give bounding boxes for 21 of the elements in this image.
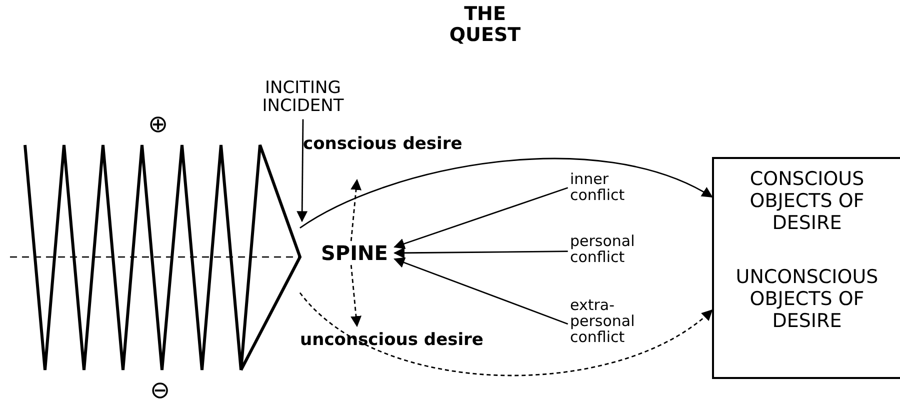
arrow [296, 119, 308, 222]
arrow [350, 178, 362, 242]
edge-label: conscious desire [303, 136, 462, 153]
edge-label: unconscious desire [300, 332, 484, 349]
arrow [350, 264, 362, 328]
conflict-label: personal conflict [570, 234, 642, 266]
callout-text: INCITING INCIDENT [238, 80, 368, 116]
box-text: UNCONSCIOUS OBJECTS OF DESIRE [734, 267, 880, 333]
arrow [394, 187, 568, 249]
plus-sign: ⊕ [148, 112, 168, 136]
spine-label: SPINE [321, 243, 388, 263]
arrow [300, 158, 713, 228]
minus-sign: ⊖ [150, 378, 170, 402]
title: THE QUEST [448, 4, 522, 46]
conflict-label: extra-personal conflict [570, 298, 642, 346]
objects-box [712, 157, 900, 379]
box-text: CONSCIOUS OBJECTS OF DESIRE [748, 169, 866, 235]
arrow [394, 257, 568, 325]
arrow [299, 292, 713, 376]
arrow [394, 247, 568, 258]
conflict-label: inner conflict [570, 172, 642, 204]
